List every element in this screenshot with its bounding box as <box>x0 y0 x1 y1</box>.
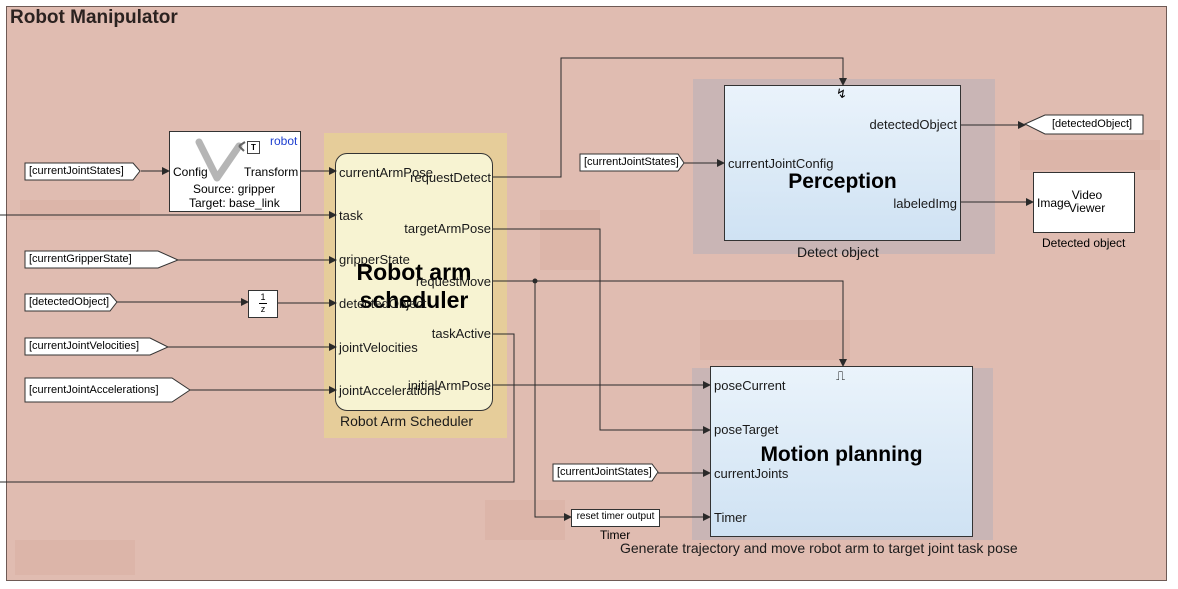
from-tag-shape <box>552 463 659 482</box>
from-tag-current-joint-accelerations: [currentJointAccelerations] <box>29 384 159 396</box>
transform-icon: T <box>247 141 260 154</box>
unit-delay-denominator: z <box>260 304 266 314</box>
transform-target: Target: base_link <box>189 196 280 210</box>
port-initial-arm-pose: initialArmPose <box>407 378 491 393</box>
video-viewer-block[interactable] <box>1033 172 1135 233</box>
perception-caption: Detect object <box>797 244 879 260</box>
port-gripper-state: gripperState <box>339 252 410 267</box>
transform-source: Source: gripper <box>193 182 276 196</box>
from-tag-current-gripper-state: [currentGripperState] <box>29 253 132 265</box>
unit-delay-block[interactable] <box>248 290 278 318</box>
motion-caption: Generate trajectory and move robot arm t… <box>620 540 1018 556</box>
perception-subsystem[interactable] <box>724 85 961 241</box>
scheduler-caption: Robot Arm Scheduler <box>340 413 474 429</box>
port-task: task <box>339 208 363 223</box>
from-tag-current-joint-states: [currentJointStates] <box>29 165 124 177</box>
transform-mask-label: robot <box>270 134 298 148</box>
motion-title: Motion planning <box>760 443 923 466</box>
video-viewer-label: Video Viewer <box>1068 188 1106 215</box>
background-shape <box>700 320 850 360</box>
port-labeled-img: labeledImg <box>893 196 957 211</box>
perception-title: Perception <box>788 170 897 193</box>
unit-delay-numerator: 1 <box>260 292 266 302</box>
video-viewer-in-port: Image <box>1037 196 1071 210</box>
port-detected-object-out: detectedObject <box>869 117 957 132</box>
port-current-arm-pose: currentArmPose <box>339 165 433 180</box>
background-shape <box>15 540 135 575</box>
from-tag-shape <box>24 377 191 403</box>
from-tag-shape <box>24 293 118 312</box>
port-detected-object-in: detectedObject <box>339 296 427 311</box>
background-shape <box>485 500 565 540</box>
port-joint-velocities: jointVelocities <box>339 340 418 355</box>
timer-label: reset timer output <box>576 511 655 522</box>
model-title: Robot Manipulator <box>10 7 178 28</box>
video-viewer-caption: Detected object <box>1042 236 1126 250</box>
background-shape <box>1020 140 1160 170</box>
port-current-joint-config: currentJointConfig <box>728 156 834 171</box>
pulse-trigger-icon: ⎍ <box>836 368 846 383</box>
transform-block[interactable] <box>169 131 301 212</box>
from-tag-current-joint-states-perception: [currentJointStates] <box>584 156 679 168</box>
port-target-arm-pose: targetArmPose <box>404 221 491 236</box>
port-request-detect: requestDetect <box>410 170 491 185</box>
transform-out-port: Transform <box>244 165 299 179</box>
from-tag-shape <box>24 337 170 356</box>
goto-tag-shape <box>1023 114 1144 135</box>
trigger-icon: ↯ <box>836 86 847 101</box>
from-tag-detected-object: [detectedObject] <box>29 296 110 308</box>
from-tag-current-joint-states-motion: [currentJointStates] <box>557 466 652 478</box>
from-tag-shape <box>579 153 685 172</box>
port-timer: Timer <box>714 510 747 525</box>
branch-point <box>532 278 538 284</box>
port-joint-accelerations: jointAccelerations <box>339 383 441 398</box>
scheduler-block[interactable] <box>335 153 493 411</box>
port-task-active: taskActive <box>431 326 491 341</box>
port-pose-target: poseTarget <box>714 422 779 437</box>
motion-subsystem[interactable] <box>710 366 973 537</box>
robot-arm-icon <box>195 138 246 182</box>
from-tag-current-joint-velocities: [currentJointVelocities] <box>29 340 140 352</box>
goto-tag-detected-object: [detectedObject] <box>1052 118 1133 130</box>
transform-in-port: Config <box>173 165 208 179</box>
port-current-joints: currentJoints <box>714 466 789 481</box>
from-tag-shape <box>24 250 180 269</box>
unit-delay-fraction-bar <box>259 303 267 304</box>
port-pose-current: poseCurrent <box>714 378 786 393</box>
scheduler-title: Robot arm scheduler <box>356 259 472 313</box>
background-shape <box>540 210 600 270</box>
from-tag-shape <box>24 162 141 181</box>
timer-caption: Timer <box>600 528 631 542</box>
port-request-move: requestMove <box>415 274 491 289</box>
